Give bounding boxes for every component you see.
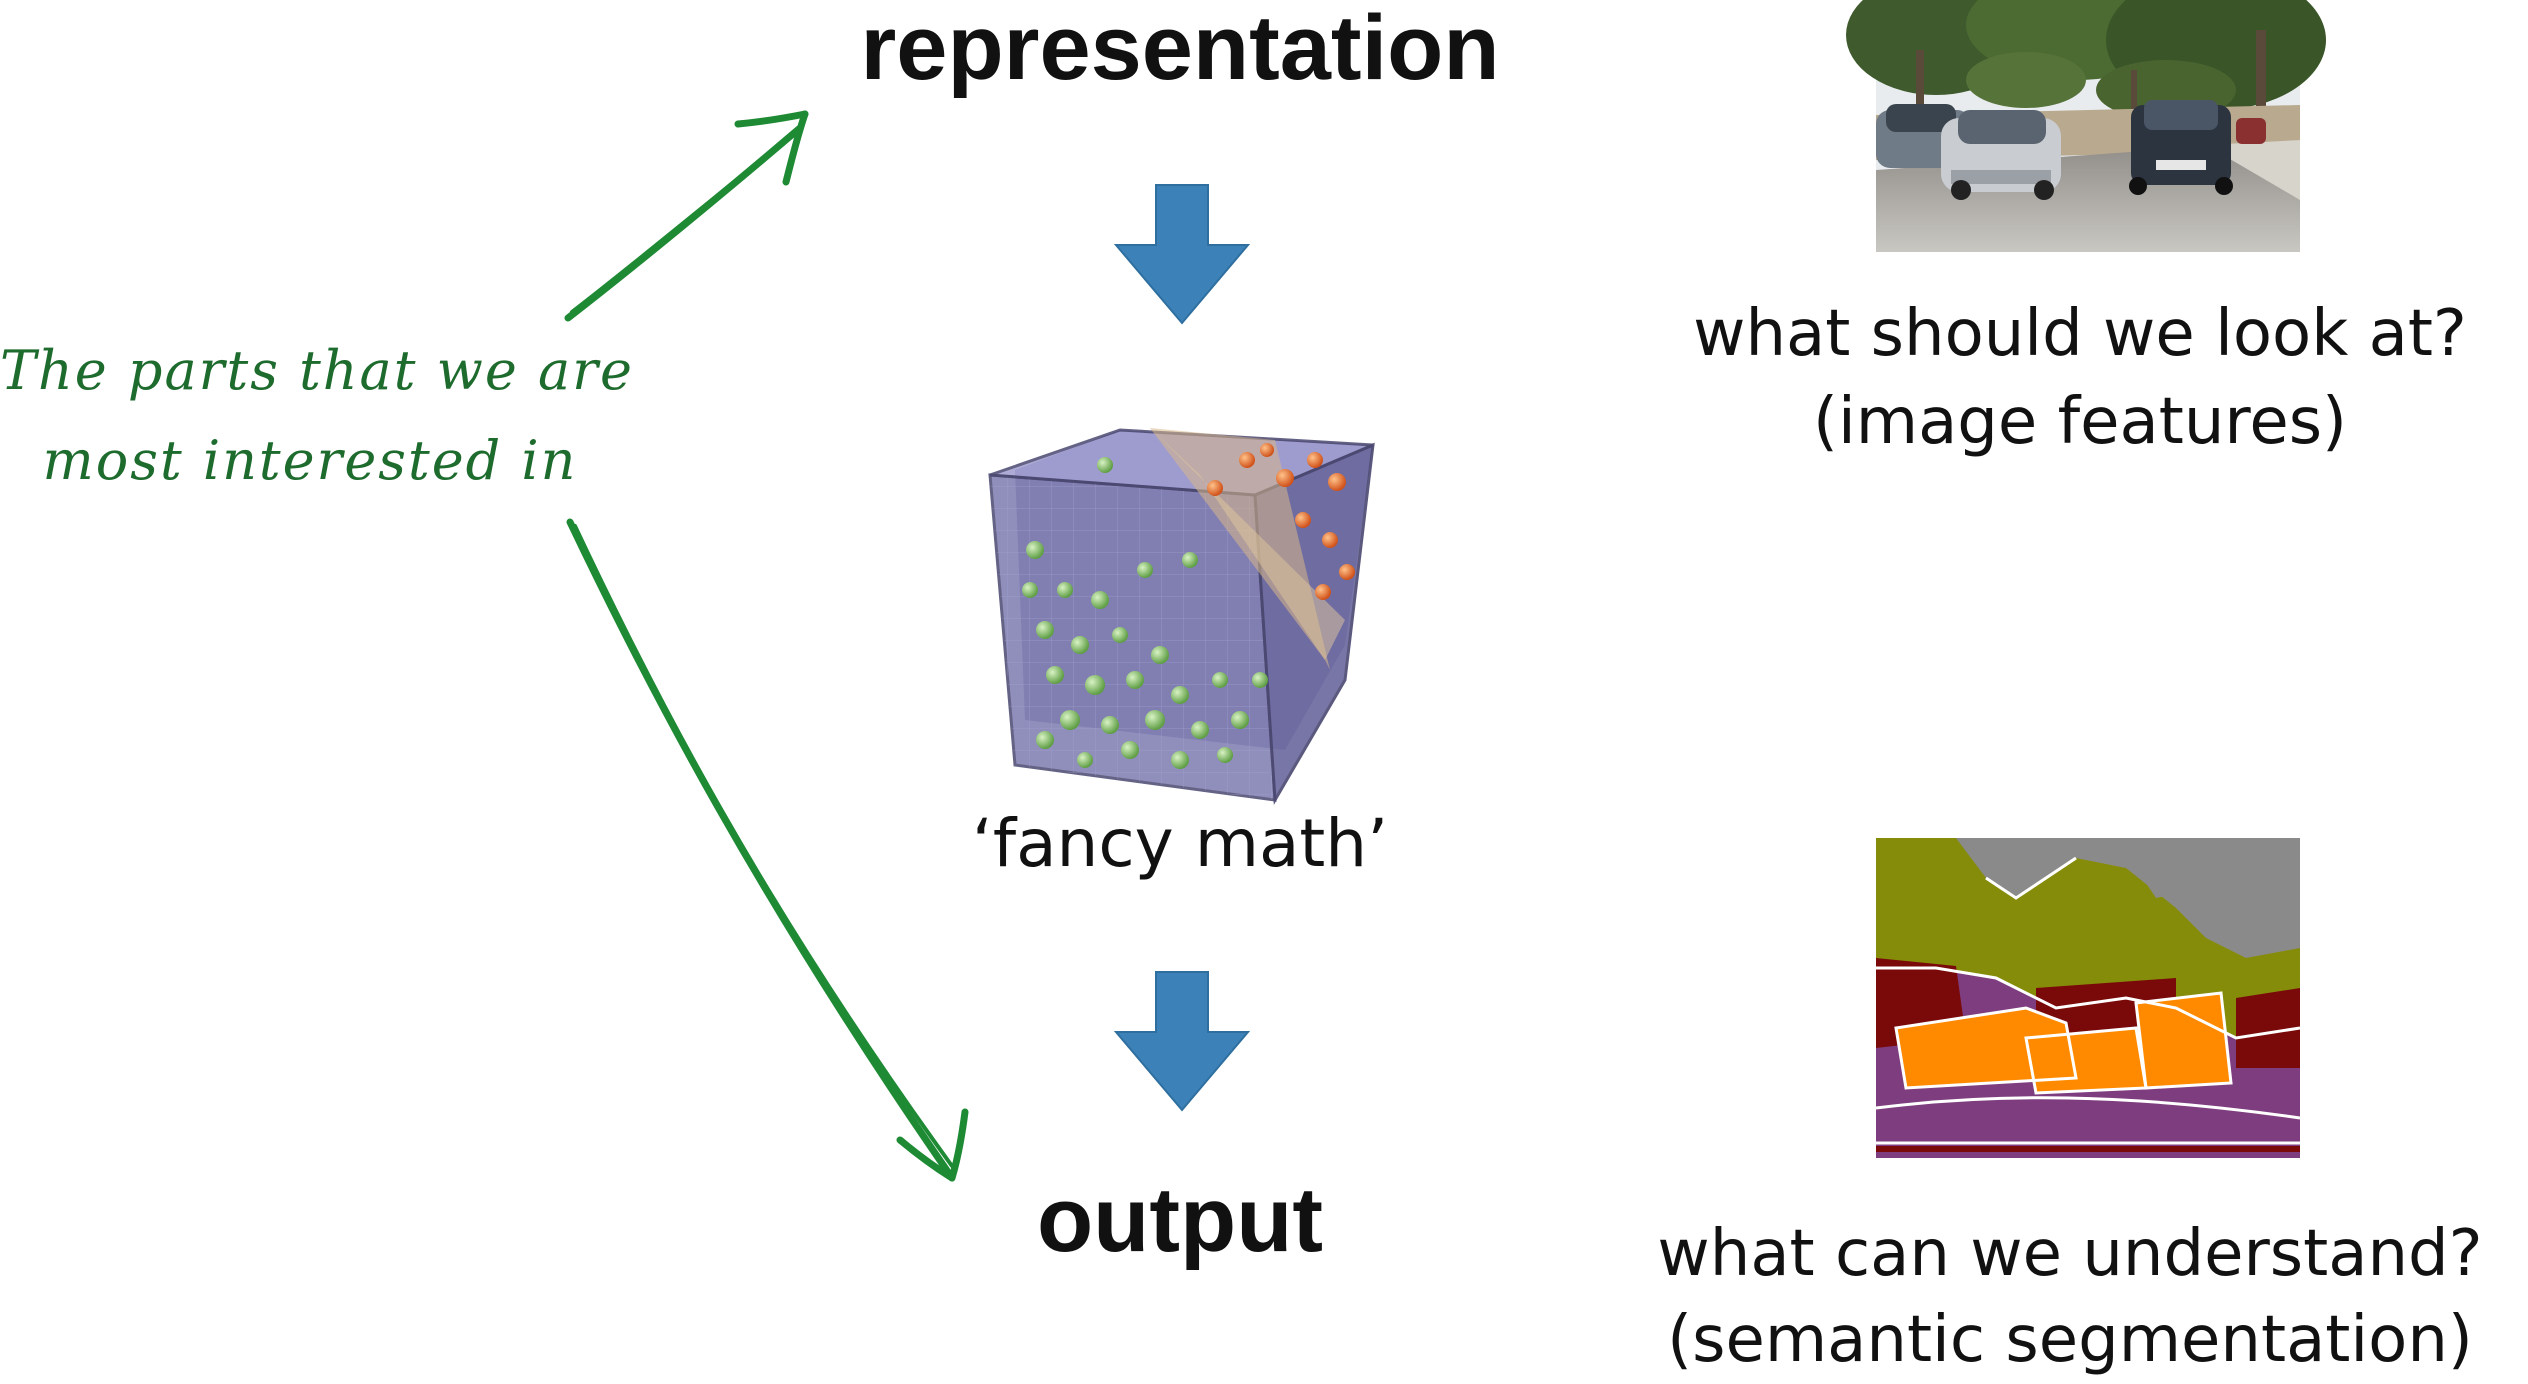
semantic-segmentation-map: [1875, 838, 2301, 1158]
fancy-math-caption: ‘fancy math’: [971, 805, 1389, 882]
annotation-line-1: The parts that we are: [0, 339, 634, 402]
fancy-math-cube-illustration: [988, 428, 1375, 805]
representation-heading: representation: [860, 0, 1500, 99]
segmentation-subtitle: (semantic segmentation): [1667, 1303, 2473, 1377]
features-subtitle: (image features): [1812, 385, 2348, 459]
down-arrow-icon: [1113, 971, 1251, 1112]
down-arrow-icon: [1113, 184, 1251, 325]
street-scene-photo: [1846, 0, 2326, 252]
features-question: what should we look at?: [1693, 297, 2467, 371]
output-heading: output: [1036, 1169, 1324, 1271]
annotation-line-2: most interested in: [42, 429, 578, 492]
segmentation-question: what can we understand?: [1657, 1217, 2483, 1291]
